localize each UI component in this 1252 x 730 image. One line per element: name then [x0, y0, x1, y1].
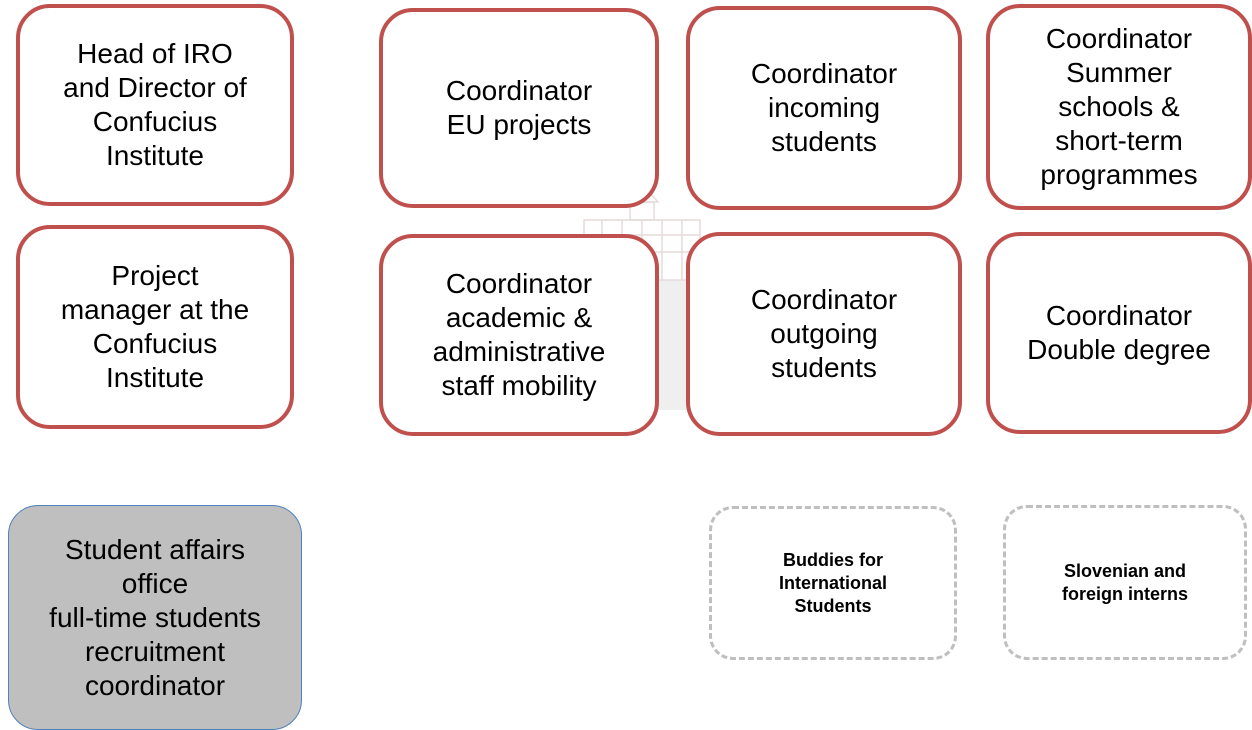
- buddies-box: Buddies for International Students: [709, 506, 957, 660]
- coordinator-eu-projects-label: Coordinator EU projects: [445, 75, 593, 140]
- project-manager-box: Project manager at the Confucius Institu…: [16, 225, 294, 429]
- student-affairs-office-label: Student affairs office full-time student…: [49, 533, 261, 701]
- coordinator-outgoing-students-box: Coordinator outgoing students: [686, 232, 962, 436]
- head-of-iro-label: Head of IRO and Director of Confucius In…: [63, 38, 247, 171]
- coordinator-staff-mobility-box: Coordinator academic & administrative st…: [379, 234, 659, 436]
- student-affairs-office-box: Student affairs office full-time student…: [8, 505, 302, 730]
- coordinator-eu-projects-box: Coordinator EU projects: [379, 8, 659, 208]
- coordinator-double-degree-label: Coordinator Double degree: [1027, 300, 1211, 365]
- head-of-iro-box: Head of IRO and Director of Confucius In…: [16, 4, 294, 206]
- coordinator-incoming-students-label: Coordinator incoming students: [750, 58, 898, 157]
- coordinator-summer-schools-label: Coordinator Summer schools & short-term …: [1040, 23, 1198, 190]
- buddies-label: Buddies for International Students: [778, 549, 887, 616]
- coordinator-incoming-students-box: Coordinator incoming students: [686, 6, 962, 210]
- coordinator-outgoing-students-label: Coordinator outgoing students: [750, 284, 898, 383]
- interns-box: Slovenian and foreign interns: [1003, 505, 1247, 660]
- coordinator-staff-mobility-label: Coordinator academic & administrative st…: [432, 268, 606, 401]
- project-manager-label: Project manager at the Confucius Institu…: [60, 260, 250, 393]
- coordinator-double-degree-box: Coordinator Double degree: [986, 232, 1252, 434]
- coordinator-summer-schools-box: Coordinator Summer schools & short-term …: [986, 4, 1252, 210]
- interns-label: Slovenian and foreign interns: [1061, 560, 1188, 604]
